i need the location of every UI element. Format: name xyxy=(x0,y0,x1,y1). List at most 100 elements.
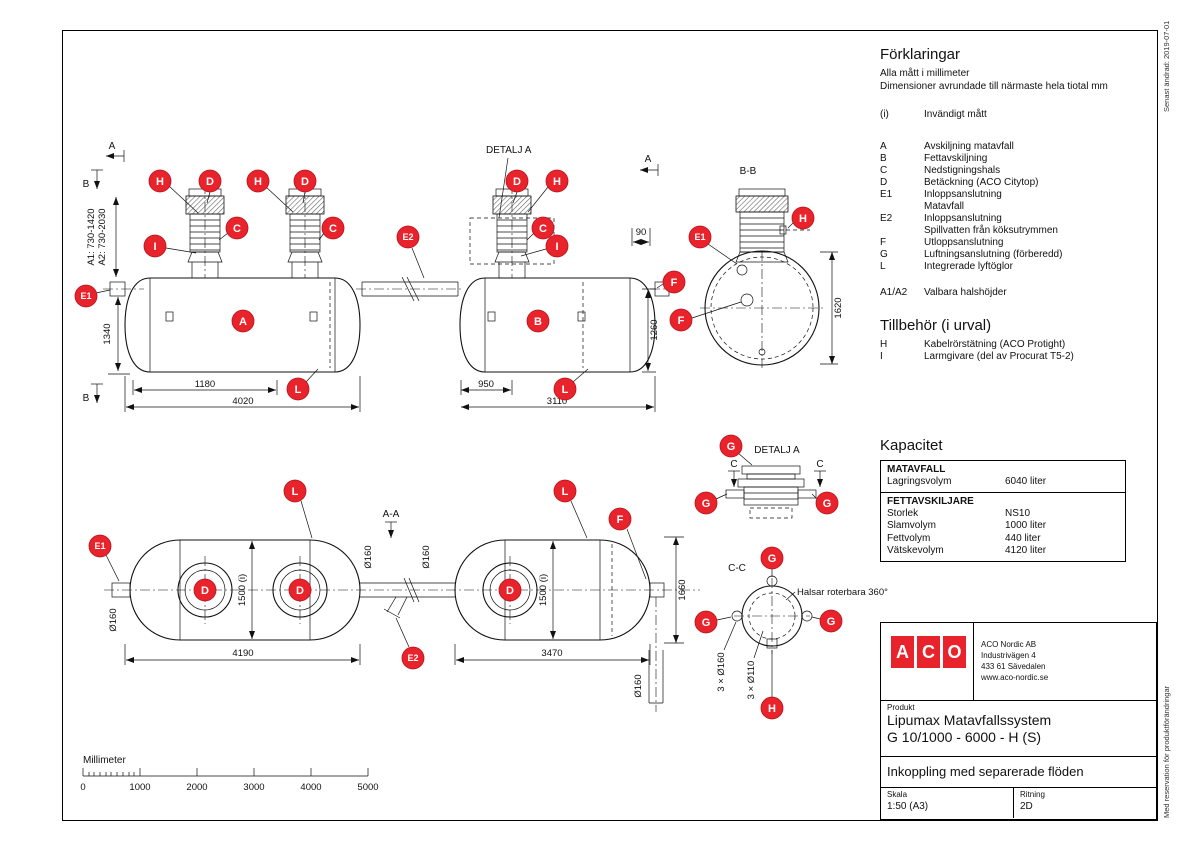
capacity-row-value: 4120 liter xyxy=(1005,545,1047,556)
dim-90: 90 xyxy=(636,227,647,238)
callout-d: D xyxy=(198,169,222,193)
accessory-key: H xyxy=(880,339,888,350)
capacity-row-value: 1000 liter xyxy=(1005,520,1047,531)
legend-item-label: Inloppsanslutning xyxy=(924,213,1002,224)
title-block: A C O ACO Nordic AB Industrivägen 4 433 … xyxy=(880,622,1157,820)
callout-h: H xyxy=(148,169,172,193)
accessory-label: Kabelrörstätning (ACO Protight) xyxy=(924,339,1066,350)
callout-b-label: B xyxy=(534,316,542,328)
callout-e2: E2 xyxy=(401,646,425,670)
legend-item-label: Avskiljning matavfall xyxy=(924,141,1014,152)
scale-tick-label: 2000 xyxy=(186,782,207,793)
callout-l: L xyxy=(286,377,310,401)
callout-f-label: F xyxy=(671,277,678,289)
dim-neck-a2: A2: 730-2030 xyxy=(97,208,108,265)
product-row: Produkt Lipumax Matavfallssystem G 10/10… xyxy=(881,701,1156,757)
callout-h-label: H xyxy=(156,176,164,188)
legend-item-key: A xyxy=(880,141,887,152)
callout-i-label: I xyxy=(153,241,156,253)
connecting-pipe-plan xyxy=(360,577,455,603)
callout-e2: E2 xyxy=(396,225,420,249)
legend-item-label: Inloppsanslutning xyxy=(924,189,1002,200)
scale-tick-label: 0 xyxy=(80,782,85,793)
section-aa-title: A-A xyxy=(383,509,400,520)
product-name-line2: G 10/1000 - 6000 - H (S) xyxy=(887,729,1042,745)
callout-d: D xyxy=(293,169,317,193)
manhole-cover xyxy=(482,562,538,618)
tank-a-neck-1 xyxy=(185,184,225,278)
legend-item-label: Matavfall xyxy=(924,201,965,212)
tank-a-neck-2 xyxy=(285,184,325,278)
callout-l-label: L xyxy=(562,384,569,396)
callout-g: G xyxy=(815,491,839,515)
legend-item: A Avskiljning matavfall xyxy=(880,141,1152,153)
legend-subtitle-2: Dimensioner avrundade till närmaste hela… xyxy=(880,81,1108,92)
dim-1620: 1620 xyxy=(833,297,844,318)
scale-tick-label: 5000 xyxy=(357,782,378,793)
company-city: 433 61 Sävedalen xyxy=(981,662,1046,671)
g-stub-right xyxy=(797,489,817,499)
legend-item-key: D xyxy=(880,177,888,188)
legend-note-value: Invändigt mått xyxy=(924,109,987,120)
capacity-row-label: Slamvolym xyxy=(887,520,936,531)
legend-item-label: Spillvatten från köksutrymmen xyxy=(924,225,1058,236)
callout-d-label: D xyxy=(206,176,214,188)
legend-item-key: B xyxy=(880,153,887,164)
callout-g: G xyxy=(694,610,718,634)
callout-f-label: F xyxy=(678,315,685,327)
callout-c-label: C xyxy=(233,223,241,235)
legend-item-key: C xyxy=(880,165,888,176)
callout-f-label: F xyxy=(617,514,624,526)
edge-note-last-changed: Senast ändrad: 2019-07-01 xyxy=(1162,21,1171,112)
capacity-row-label: Vätskevolym xyxy=(887,545,944,556)
callout-h: H xyxy=(246,169,270,193)
title-block-header-row: A C O ACO Nordic AB Industrivägen 4 433 … xyxy=(881,623,1156,701)
dim-1660: 1660 xyxy=(677,579,688,600)
outlet-pipe-down xyxy=(648,650,664,704)
legend-item-label: Integrerade lyftöglor xyxy=(924,261,1013,272)
callout-g-label: G xyxy=(702,617,711,629)
section-bb-title: B-B xyxy=(740,166,757,177)
legend-neck-value: Valbara halshöjder xyxy=(924,287,1007,298)
dim-4190: 4190 xyxy=(232,648,253,659)
drawing-subtitle: Inkoppling med separerade flöden xyxy=(887,764,1084,779)
plan-view: A-A 1500 (i) 1500 (i) 4190 3470 1660 Ø16… xyxy=(104,509,700,712)
legend-panel: Förklaringar Alla mått i millimeter Dime… xyxy=(880,46,1152,363)
scale-bar-title: Millimeter xyxy=(83,755,126,766)
dim-3x110: 3 × Ø110 xyxy=(746,661,757,700)
capacity-row: Vätskevolym 4120 liter xyxy=(881,545,1125,558)
callout-l: L xyxy=(553,479,577,503)
callout-h-label: H xyxy=(254,176,262,188)
callout-c-label: C xyxy=(539,223,547,235)
callout-g: G xyxy=(694,491,718,515)
callout-g-label: G xyxy=(823,498,832,510)
scale-tick-label: 3000 xyxy=(243,782,264,793)
callout-i: I xyxy=(143,234,167,258)
callout-c-label: C xyxy=(329,223,337,235)
aco-logo-letter: A xyxy=(891,636,914,668)
scale-value: 1:50 (A3) xyxy=(887,801,929,812)
accessory-key: I xyxy=(880,351,883,362)
company-website: www.aco-nordic.se xyxy=(981,673,1049,682)
accessory-item: H Kabelrörstätning (ACO Protight) xyxy=(880,339,1152,351)
callout-h-label: H xyxy=(799,213,807,225)
callout-l: L xyxy=(553,377,577,401)
dim-dia160-outlet: Ø160 xyxy=(633,674,644,697)
title-block-divider xyxy=(973,623,974,700)
section-cc-title: C-C xyxy=(728,563,746,574)
tank-b-body xyxy=(459,277,656,373)
callout-d-label: D xyxy=(201,585,209,597)
company-address: ACO Nordic AB Industrivägen 4 433 61 Säv… xyxy=(981,639,1048,683)
drawing-type-cell: Ritning 2D xyxy=(1013,788,1156,818)
e2-pipe xyxy=(356,276,464,302)
scale-tick-label: 4000 xyxy=(300,782,321,793)
detail-a-view: DETALJ A C C xyxy=(725,445,826,519)
section-mark-b-label: B xyxy=(83,393,90,404)
